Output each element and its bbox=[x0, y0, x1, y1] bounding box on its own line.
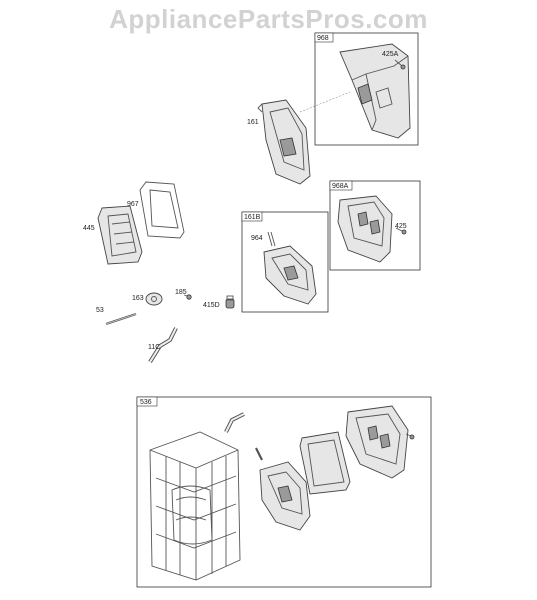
part-185-group: 185 bbox=[175, 289, 192, 300]
part-label-425A: 425A bbox=[382, 51, 399, 58]
fitting-415D[interactable] bbox=[225, 298, 235, 309]
part-label-964: 964 bbox=[251, 235, 263, 242]
part-label-967: 967 bbox=[127, 201, 139, 208]
part-label-11C: 11C bbox=[148, 344, 160, 351]
part-label-185: 185 bbox=[175, 289, 187, 296]
box-536: 536 bbox=[136, 396, 432, 588]
part-label-53: 53 bbox=[96, 307, 104, 314]
box-label-536: 536 bbox=[140, 399, 152, 406]
part-53-group: 53 bbox=[96, 307, 137, 326]
part-label-425: 425 bbox=[395, 223, 407, 230]
gasket-163[interactable] bbox=[145, 292, 163, 306]
part-11C-group: 11C bbox=[148, 327, 178, 364]
box-label-968: 968 bbox=[317, 35, 329, 42]
pre-cleaner-967[interactable] bbox=[139, 181, 185, 239]
part-163-group: 163 bbox=[132, 292, 163, 306]
kit-air-cleaner-frame bbox=[345, 405, 409, 479]
part-445-group: 445 bbox=[83, 205, 143, 265]
box-label-161B: 161B bbox=[244, 214, 261, 221]
air-filter-445[interactable] bbox=[97, 205, 143, 265]
air-cleaner-cover[interactable] bbox=[339, 43, 411, 139]
part-161-group: 161 bbox=[247, 91, 351, 185]
box-968: 968 425A bbox=[314, 32, 419, 146]
air-cleaner-base-968A[interactable] bbox=[337, 195, 393, 263]
box-label-968A: 968A bbox=[332, 183, 349, 190]
engine-wireframe bbox=[149, 431, 241, 581]
box-968A: 968A 425 bbox=[329, 180, 421, 271]
part-415D-group: 415D bbox=[203, 295, 235, 309]
part-label-161: 161 bbox=[247, 119, 259, 126]
part-label-163: 163 bbox=[132, 295, 144, 302]
part-label-445: 445 bbox=[83, 225, 95, 232]
box-161B: 161B 964 bbox=[241, 211, 329, 313]
part-967-group: 967 bbox=[127, 181, 185, 239]
site-watermark: AppliancePartsPros.com bbox=[109, 4, 428, 34]
part-label-415D: 415D bbox=[203, 302, 220, 309]
